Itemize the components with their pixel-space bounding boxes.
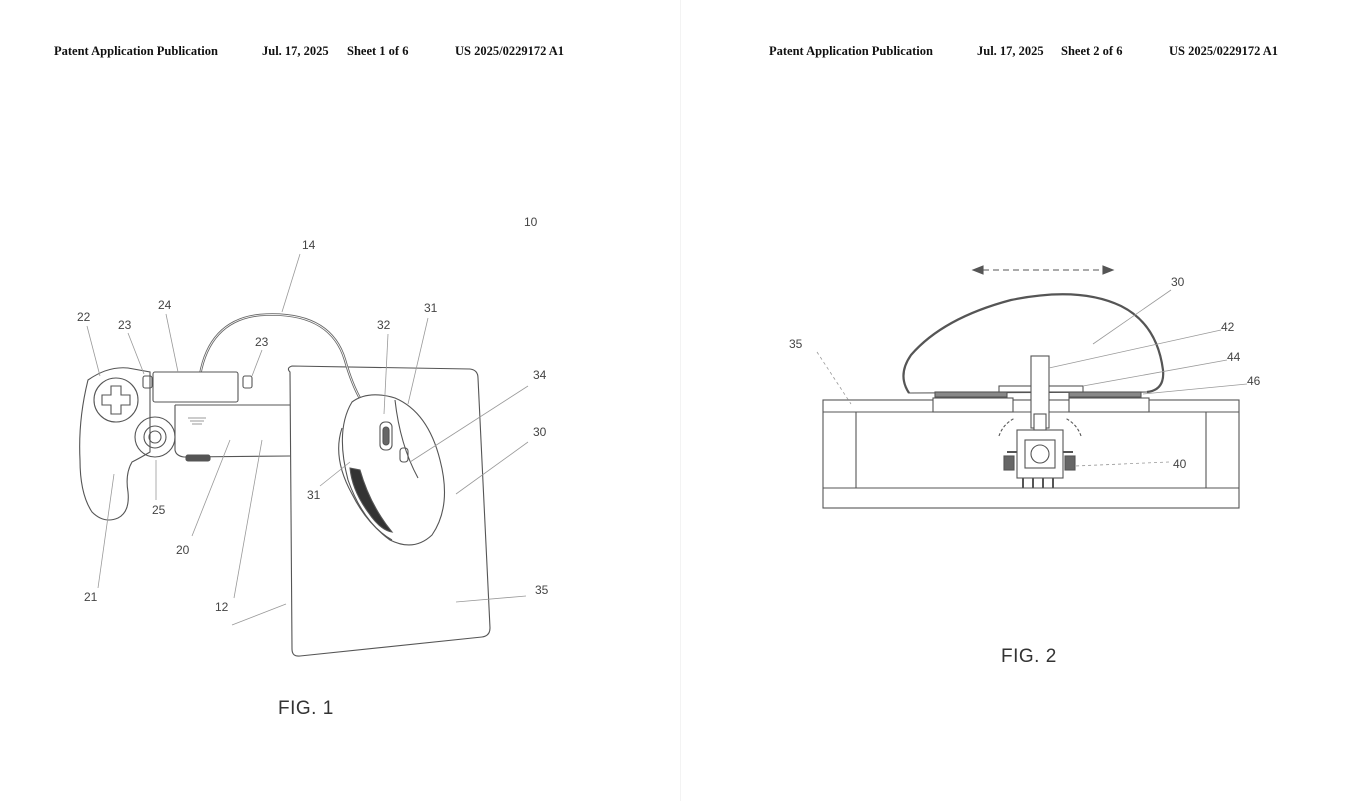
- joystick-base: [134, 416, 176, 458]
- ref-label: 21: [84, 590, 98, 604]
- page-gutter: [679, 0, 681, 801]
- header-sheet-number: Sheet 2 of 6: [1061, 44, 1123, 58]
- ref-label: 30: [533, 425, 547, 439]
- mouse-side-button: [399, 447, 409, 463]
- controller-body: [79, 367, 151, 521]
- header-publication-number: US 2025/0229172 A1: [1169, 44, 1279, 58]
- ref-label: 42: [1221, 320, 1235, 334]
- dpad-ring: [93, 377, 139, 423]
- shoulder-button-right: [242, 375, 253, 389]
- header-sheet-number: Sheet 1 of 6: [347, 44, 409, 58]
- ref-label: 40: [1173, 457, 1187, 471]
- patent-sheet-1: Patent Application Publication Jul. 17, …: [0, 0, 680, 801]
- header-publication: Patent Application Publication: [769, 44, 933, 58]
- fig-1-drawing: [79, 253, 529, 657]
- motion-arrow: [971, 265, 1115, 275]
- dpad: [101, 385, 131, 415]
- ref-label: 24: [158, 298, 172, 312]
- mouse-scroll-wheel: [379, 421, 393, 451]
- ref-label: 23: [118, 318, 132, 332]
- fig-2-drawing: [816, 265, 1248, 509]
- mouse-grip: [349, 467, 394, 533]
- ref-label: 31: [307, 488, 321, 502]
- ref-label: 35: [789, 337, 803, 351]
- sensor-plate-right: [1068, 391, 1142, 398]
- connector-strip: [174, 405, 291, 458]
- figure-caption: FIG. 2: [1001, 646, 1057, 667]
- ref-label: 31: [424, 301, 438, 315]
- header-date: Jul. 17, 2025: [977, 44, 1044, 58]
- sensor-plate-left: [934, 391, 1008, 398]
- ref-label: 34: [533, 368, 547, 382]
- ref-label: 46: [1247, 374, 1261, 388]
- shoulder-button-left: [142, 375, 153, 389]
- header-date: Jul. 17, 2025: [262, 44, 329, 58]
- ref-label: 14: [302, 238, 316, 252]
- ref-label: 44: [1227, 350, 1241, 364]
- header-publication-number: US 2025/0229172 A1: [455, 44, 565, 58]
- ref-label: 23: [255, 335, 269, 349]
- ref-label: 22: [77, 310, 91, 324]
- ref-label: 35: [535, 583, 549, 597]
- ref-label: 30: [1171, 275, 1185, 289]
- figure-caption: FIG. 1: [278, 698, 334, 719]
- header-publication: Patent Application Publication: [54, 44, 218, 58]
- patent-sheet-2: Patent Application Publication Jul. 17, …: [681, 0, 1361, 801]
- joystick-cap: [143, 425, 167, 449]
- usb-port: [185, 454, 211, 462]
- ref-label: 32: [377, 318, 391, 332]
- ref-label: 12: [215, 600, 229, 614]
- ref-label: 20: [176, 543, 190, 557]
- ref-label: 10: [524, 215, 538, 229]
- controller-touchpad: [152, 371, 239, 403]
- joystick-mechanism: [1003, 413, 1076, 488]
- ref-label: 25: [152, 503, 166, 517]
